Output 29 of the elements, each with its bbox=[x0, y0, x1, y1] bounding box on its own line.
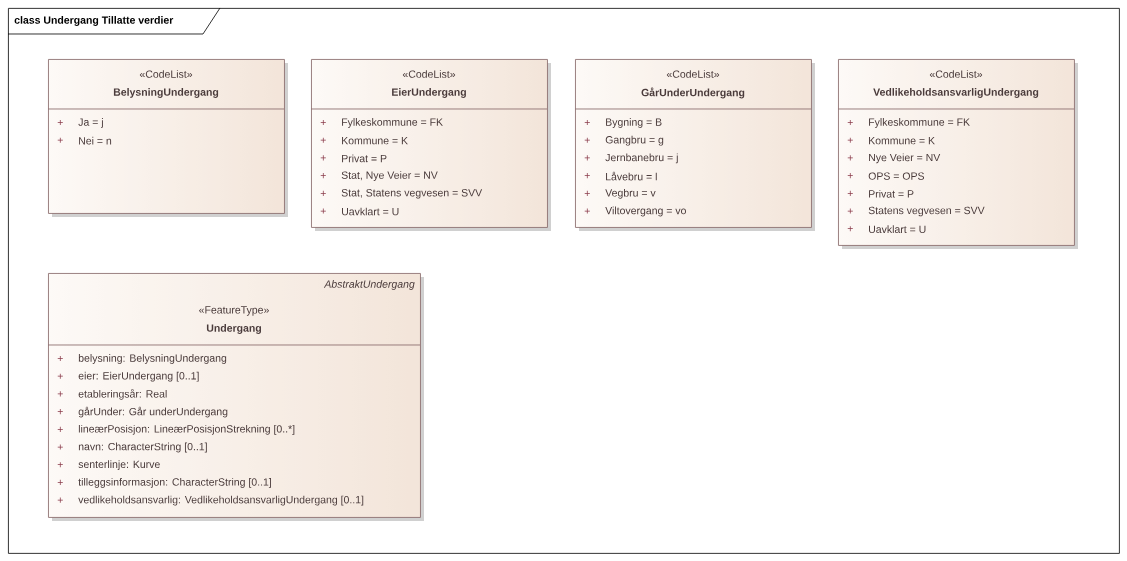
attribute-text: Vegbru = v bbox=[605, 188, 656, 199]
visibility-marker: + bbox=[584, 137, 590, 143]
visibility-marker: + bbox=[584, 155, 590, 161]
visibility-marker: + bbox=[584, 173, 590, 179]
attribute-text: Jernbanebru = j bbox=[605, 153, 678, 164]
visibility-marker: + bbox=[320, 190, 326, 196]
attribute-text: Stat, Statens vegvesen = SVV bbox=[341, 189, 483, 199]
stereotype-label: «CodeList» bbox=[666, 70, 720, 78]
visibility-marker: + bbox=[320, 208, 326, 214]
attribute-text: Fylkeskommune = FK bbox=[342, 118, 443, 128]
class-name: EierUndergang bbox=[392, 88, 466, 98]
attribute-text: Viltovergang = vo bbox=[605, 206, 686, 217]
attribute-text: Stat, Nye Veier = NV bbox=[341, 171, 438, 181]
visibility-marker: + bbox=[320, 119, 326, 126]
attribute-text: Bygning = B bbox=[606, 118, 662, 128]
attribute-text: Uavklart = U bbox=[342, 207, 399, 216]
visibility-marker: + bbox=[584, 190, 590, 196]
stereotype-label: «CodeList» bbox=[402, 70, 456, 78]
frame-title: class Undergang Tillatte verdier bbox=[14, 16, 174, 26]
attribute-text: Privat = P bbox=[342, 154, 387, 163]
attribute-text: Låvebru = l bbox=[606, 171, 657, 181]
class-name: GårUnderUndergang bbox=[641, 87, 745, 99]
visibility-marker: + bbox=[584, 208, 590, 214]
visibility-marker: + bbox=[584, 119, 590, 126]
attribute-text: Kommune = K bbox=[342, 137, 408, 145]
visibility-marker: + bbox=[320, 137, 326, 143]
visibility-marker: + bbox=[320, 155, 326, 161]
attribute-text: Gangbru = g bbox=[605, 135, 664, 146]
visibility-marker: + bbox=[320, 173, 326, 179]
